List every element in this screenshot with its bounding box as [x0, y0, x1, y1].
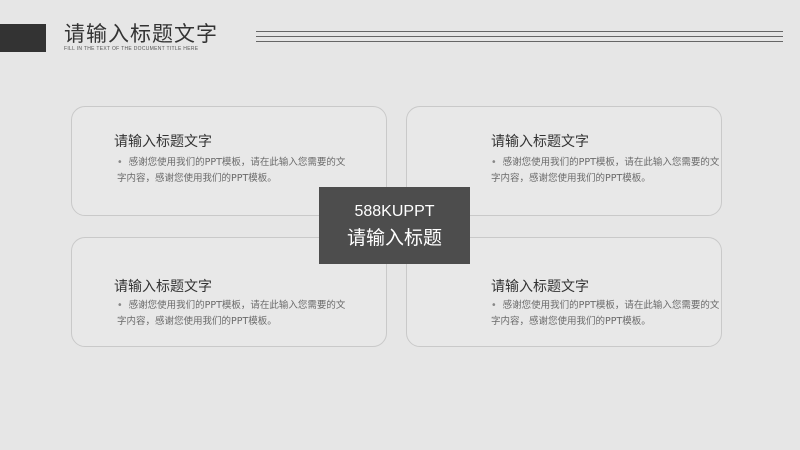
card-title: 请输入标题文字 [114, 134, 212, 150]
card-text: •感谢您使用我们的PPT模板，请在此输入您需要的文字内容，感谢您使用我们的PPT… [491, 300, 720, 327]
page-subtitle: FILL IN THE TEXT OF THE DOCUMENT TITLE H… [64, 46, 199, 52]
card-text: •感谢您使用我们的PPT模板，请在此输入您需要的文字内容，感谢您使用我们的PPT… [117, 300, 346, 327]
card-text: •感谢您使用我们的PPT模板，请在此输入您需要的文字内容，感谢您使用我们的PPT… [117, 157, 346, 184]
card-title: 请输入标题文字 [491, 134, 589, 150]
card-text: •感谢您使用我们的PPT模板，请在此输入您需要的文字内容，感谢您使用我们的PPT… [491, 157, 720, 184]
card-top-right: 请输入标题文字 •感谢您使用我们的PPT模板，请在此输入您需要的文字内容，感谢您… [406, 106, 722, 216]
card-title: 请输入标题文字 [114, 279, 212, 295]
page-title: 请输入标题文字 [64, 22, 218, 46]
card-top-left: 请输入标题文字 •感谢您使用我们的PPT模板，请在此输入您需要的文字内容，感谢您… [71, 106, 387, 216]
header-divider-lines [256, 31, 783, 45]
center-label-brand: 588KUPPT [354, 203, 435, 220]
center-label-title: 请输入标题 [346, 227, 442, 249]
bullet-icon: • [117, 157, 123, 168]
center-title-box: 588KUPPT 请输入标题 [319, 187, 470, 264]
card-title: 请输入标题文字 [491, 279, 589, 295]
bullet-icon: • [491, 157, 497, 168]
bullet-icon: • [117, 300, 123, 311]
bullet-icon: • [491, 300, 497, 311]
header-accent-block [0, 24, 46, 52]
